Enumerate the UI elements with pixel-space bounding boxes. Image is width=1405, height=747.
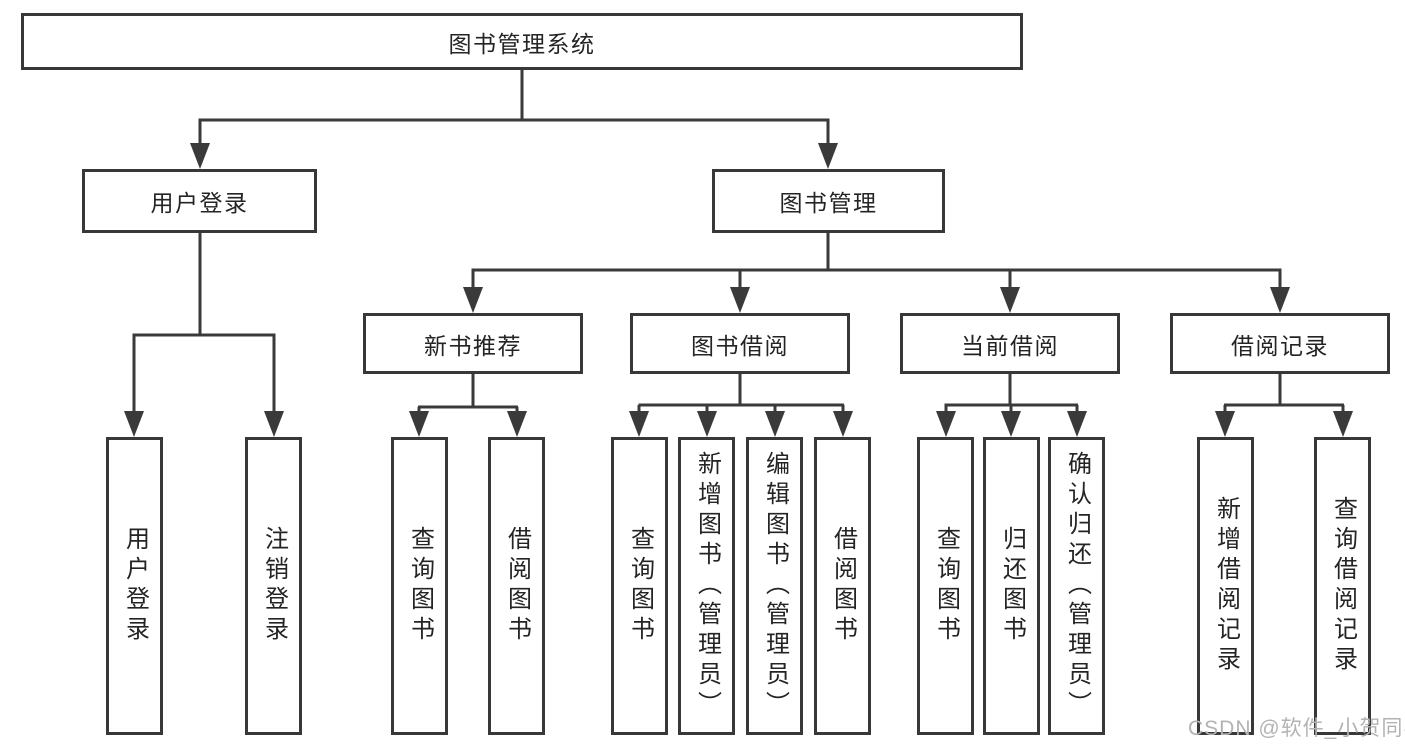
connector-records-to-leaves	[1223, 372, 1345, 421]
leaf-label: 用户登录	[121, 526, 149, 646]
leaf-current-query-books: 查询图书	[917, 437, 974, 735]
leaf-borrow-query-books: 查询图书	[611, 437, 668, 735]
node-label: 图书借阅	[691, 332, 789, 359]
arrowhead	[1270, 287, 1290, 313]
leaf-label: 确认归还（管理员）	[1063, 451, 1091, 721]
arrowhead	[936, 411, 956, 437]
arrowhead	[1333, 411, 1353, 437]
leaf-recommend-borrow-books: 借阅图书	[488, 437, 545, 735]
node-current-borrow: 当前借阅	[900, 313, 1120, 374]
arrowheads	[124, 143, 1353, 437]
leaf-records-add-record: 新增借阅记录	[1197, 437, 1254, 735]
leaf-label: 归还图书	[998, 526, 1026, 646]
node-user-login: 用户登录	[82, 169, 317, 233]
arrowhead	[1001, 411, 1021, 437]
arrowhead	[765, 411, 785, 437]
node-label: 用户登录	[150, 190, 249, 216]
arrowhead	[629, 411, 649, 437]
arrowhead	[463, 287, 483, 313]
leaf-label: 新增图书（管理员）	[693, 451, 721, 721]
leaf-label: 查询图书	[406, 526, 434, 646]
leaf-label: 查询图书	[932, 526, 960, 646]
connector-mgmt-to-level3	[471, 231, 1282, 297]
leaf-label: 编辑图书（管理员）	[761, 451, 789, 721]
connector-recommend-to-leaves	[417, 372, 519, 421]
node-label: 图书管理	[779, 190, 878, 216]
arrowhead	[409, 411, 429, 437]
node-book-borrow: 图书借阅	[630, 313, 850, 374]
leaf-borrow-add-books-admin: 新增图书（管理员）	[678, 437, 735, 735]
node-label: 新书推荐	[424, 332, 522, 359]
arrowhead	[124, 411, 144, 437]
arrowhead	[264, 411, 284, 437]
arrowhead	[1215, 411, 1235, 437]
connector-login-to-leaves	[132, 231, 276, 421]
leaf-records-query-record: 查询借阅记录	[1314, 437, 1371, 735]
leaf-label: 新增借阅记录	[1212, 496, 1240, 676]
connector-root-to-level2	[198, 69, 830, 153]
leaf-label: 查询借阅记录	[1329, 496, 1357, 676]
arrowhead	[1067, 411, 1087, 437]
leaf-logout: 注销登录	[245, 437, 302, 735]
arrowhead	[1000, 287, 1020, 313]
node-library-system: 图书管理系统	[21, 13, 1023, 70]
leaf-label: 借阅图书	[829, 526, 857, 646]
connector-borrow-to-leaves	[637, 372, 845, 421]
node-label: 当前借阅	[961, 332, 1059, 359]
arrowhead	[190, 143, 210, 169]
node-new-book-recommend: 新书推荐	[363, 313, 583, 374]
leaf-borrow-borrow-books: 借阅图书	[814, 437, 871, 735]
leaf-recommend-query-books: 查询图书	[391, 437, 448, 735]
leaf-current-return-books: 归还图书	[983, 437, 1040, 735]
node-label: 图书管理系统	[448, 30, 596, 57]
node-label: 借阅记录	[1231, 332, 1329, 359]
arrowhead	[818, 143, 838, 169]
arrowhead	[697, 411, 717, 437]
leaf-current-confirm-return-admin: 确认归还（管理员）	[1048, 437, 1105, 735]
node-borrow-records: 借阅记录	[1170, 313, 1390, 374]
node-book-management: 图书管理	[712, 169, 945, 233]
leaf-label: 借阅图书	[503, 526, 531, 646]
leaf-label: 注销登录	[260, 526, 288, 646]
leaf-label: 查询图书	[626, 526, 654, 646]
arrowhead	[507, 411, 527, 437]
leaf-user-login: 用户登录	[106, 437, 163, 735]
arrowhead	[730, 287, 750, 313]
arrowhead	[833, 411, 853, 437]
csdn-watermark: CSDN @软件_小贺同学	[1188, 717, 1405, 740]
leaf-borrow-edit-books-admin: 编辑图书（管理员）	[746, 437, 803, 735]
